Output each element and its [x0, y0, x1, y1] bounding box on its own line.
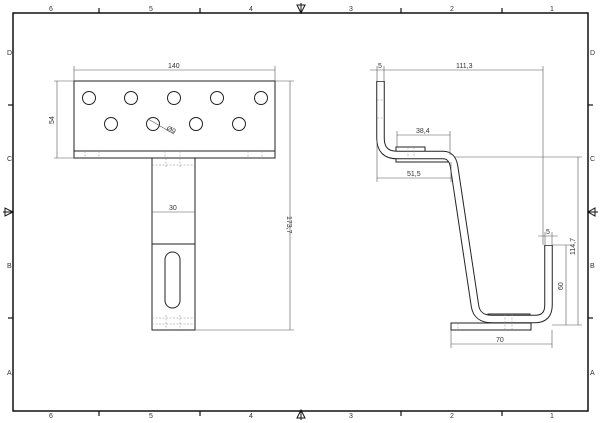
col-label: 6	[49, 6, 53, 13]
row-label: A	[7, 370, 12, 377]
col-label: 5	[149, 413, 153, 420]
total-height-dim: 173,7	[285, 216, 292, 234]
row-label: A	[590, 370, 595, 377]
width-dim: 140	[168, 63, 180, 70]
plate-edge	[73, 150, 276, 159]
stem-width-dim: 30	[169, 205, 177, 212]
side-view: 5 111,3 38,4 51,5 114,7 60 5 70	[370, 63, 582, 348]
col-label: 4	[249, 6, 253, 13]
flange-height-dim: 60	[558, 282, 565, 290]
col-label: 3	[349, 413, 353, 420]
drawing-border	[12, 12, 589, 412]
row-label: B	[7, 263, 12, 270]
base-width-dim: 70	[496, 337, 504, 344]
row-label: D	[590, 50, 595, 57]
col-label: 1	[550, 6, 554, 13]
holes	[82, 91, 268, 131]
row-label: B	[590, 263, 595, 270]
col-label: 2	[450, 6, 454, 13]
offset-38-dim: 38,4	[416, 128, 430, 135]
front-view: Ø9 140 54 173,7 30	[49, 63, 294, 331]
col-label: 5	[149, 6, 153, 13]
hole-diameter-dim: Ø9	[165, 125, 177, 135]
col-label: 6	[49, 413, 53, 420]
col-label: 1	[550, 413, 554, 420]
centering-arrows	[3, 3, 598, 420]
col-label: 4	[249, 413, 253, 420]
bracket-profile	[376, 81, 553, 324]
height-dim: 114,7	[570, 238, 577, 255]
height-dim: 54	[49, 116, 56, 124]
row-label: C	[590, 156, 595, 163]
offset-51-dim: 51,5	[407, 171, 421, 178]
column-labels-bottom: 6 5 4 3 2 1	[49, 413, 554, 420]
row-labels-left: D C B A	[7, 50, 12, 377]
slot	[164, 251, 181, 309]
col-label: 2	[450, 413, 454, 420]
row-label: C	[7, 156, 12, 163]
overall-width-dim: 111,3	[456, 63, 473, 70]
column-labels-top: 6 5 4 3 2 1	[49, 6, 554, 13]
col-label: 3	[349, 6, 353, 13]
row-labels-right: D C B A	[590, 50, 595, 377]
base-plate	[450, 322, 532, 331]
top-thickness-dim: 5	[378, 63, 382, 70]
row-label: D	[7, 50, 12, 57]
zone-ticks	[8, 8, 593, 416]
bottom-thickness-dim: 5	[546, 229, 550, 236]
